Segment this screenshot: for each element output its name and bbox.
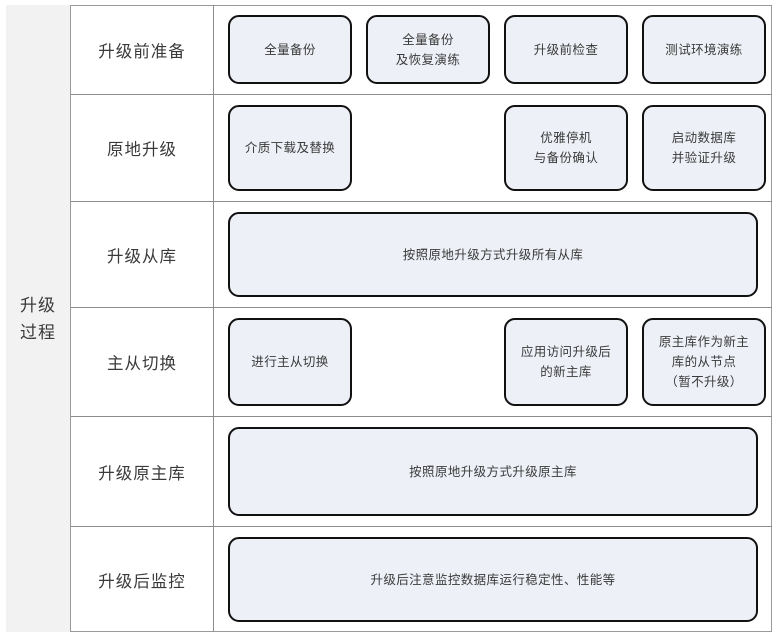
stage-label-5: 升级原主库 (98, 464, 186, 483)
table-row: 主从切换 进行主从切换 应用访问升级后 的新主库 原主库作为新主 库的从节点 （… (71, 308, 772, 417)
stage-label-3: 升级从库 (107, 247, 177, 266)
task-box[interactable]: 按照原地升级方式升级原主库 (228, 427, 758, 516)
task-box[interactable]: 按照原地升级方式升级所有从库 (228, 212, 758, 297)
stage-cell-6: 升级后监控 (71, 527, 214, 632)
tasks-cell-5: 按照原地升级方式升级原主库 (214, 417, 772, 526)
task-box[interactable]: 介质下载及替换 (228, 105, 352, 191)
task-box[interactable]: 原主库作为新主 库的从节点 （暂不升级） (642, 318, 766, 406)
task-box[interactable]: 全量备份 及恢复演练 (366, 15, 490, 84)
task-box[interactable]: 测试环境演练 (642, 15, 766, 84)
stage-label-6: 升级后监控 (98, 572, 186, 591)
stage-label-4: 主从切换 (107, 355, 177, 373)
task-box[interactable]: 优雅停机 与备份确认 (504, 105, 628, 191)
stage-label-2: 原地升级 (107, 141, 177, 159)
stage-cell-4: 主从切换 (71, 308, 214, 416)
stage-label-1: 升级前准备 (98, 42, 186, 61)
table-row: 升级后监控 升级后注意监控数据库运行稳定性、性能等 (71, 527, 772, 632)
tasks-cell-2: 介质下载及替换 优雅停机 与备份确认 启动数据库 并验证升级 (214, 95, 778, 201)
tasks-cell-6: 升级后注意监控数据库运行稳定性、性能等 (214, 527, 772, 632)
tasks-cell-1: 全量备份 全量备份 及恢复演练 升级前检查 测试环境演练 (214, 5, 778, 94)
task-box[interactable]: 升级前检查 (504, 15, 628, 84)
stage-cell-3: 升级从库 (71, 202, 214, 307)
stage-cell-2: 原地升级 (71, 95, 214, 201)
phase-column-label: 升级 过程 (20, 295, 56, 342)
table-row: 升级从库 按照原地升级方式升级所有从库 (71, 202, 772, 308)
task-box[interactable]: 进行主从切换 (228, 318, 352, 406)
table-row: 升级原主库 按照原地升级方式升级原主库 (71, 417, 772, 527)
stage-cell-1: 升级前准备 (71, 5, 214, 94)
table-row: 升级前准备 全量备份 全量备份 及恢复演练 升级前检查 测试环境演练 (71, 5, 772, 95)
task-box[interactable]: 全量备份 (228, 15, 352, 84)
tasks-cell-4: 进行主从切换 应用访问升级后 的新主库 原主库作为新主 库的从节点 （暂不升级） (214, 308, 778, 416)
stage-cell-5: 升级原主库 (71, 417, 214, 526)
phase-column: 升级 过程 (6, 5, 71, 632)
tasks-cell-3: 按照原地升级方式升级所有从库 (214, 202, 772, 307)
task-box[interactable]: 升级后注意监控数据库运行稳定性、性能等 (228, 537, 758, 622)
task-box[interactable]: 应用访问升级后 的新主库 (504, 318, 628, 406)
table-row: 原地升级 介质下载及替换 优雅停机 与备份确认 启动数据库 并验证升级 (71, 95, 772, 202)
task-box[interactable]: 启动数据库 并验证升级 (642, 105, 766, 191)
